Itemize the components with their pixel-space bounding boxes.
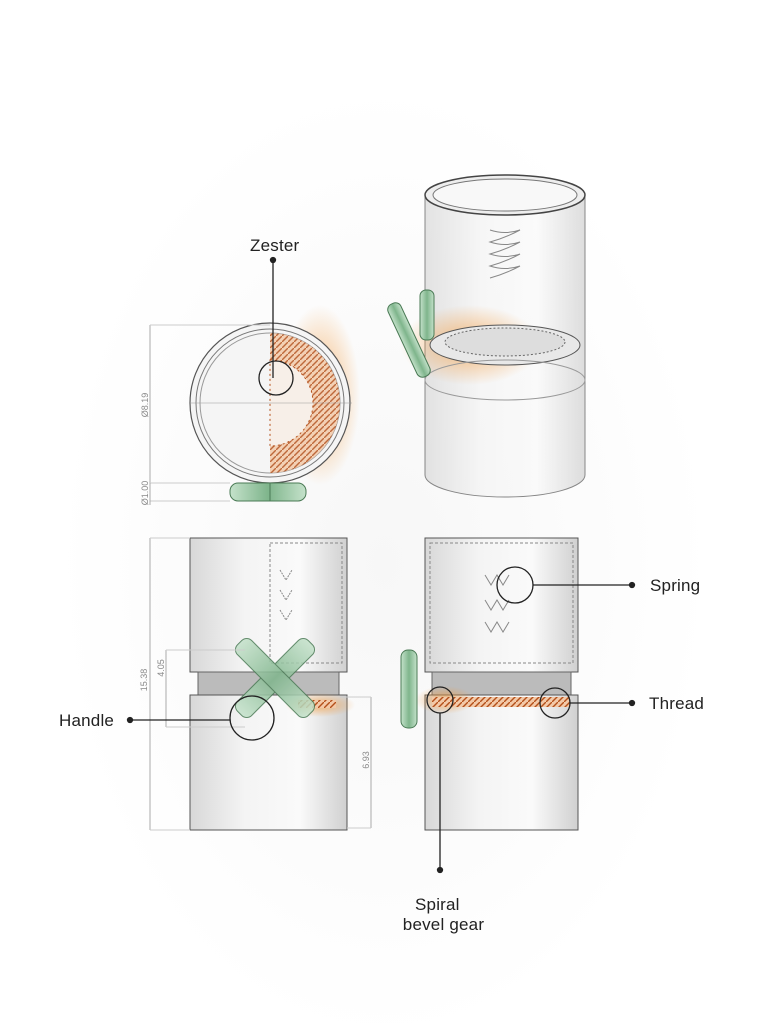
dim-handle-span: 4.05 bbox=[156, 659, 166, 677]
section-view bbox=[400, 537, 579, 831]
label-thread: Thread bbox=[649, 694, 705, 713]
front-view: 15.38 4.05 6.93 bbox=[139, 537, 372, 831]
dim-lower-height: 6.93 bbox=[361, 751, 371, 769]
label-handle: Handle bbox=[59, 711, 115, 730]
label-spiral-bevel-gear: Spiral bevel gear bbox=[396, 895, 491, 935]
label-spiral-line2: bevel gear bbox=[402, 915, 485, 934]
dim-diameter-body: Ø8.19 bbox=[140, 393, 150, 418]
handle-isometric bbox=[387, 289, 435, 378]
label-zester: Zester bbox=[250, 236, 300, 255]
label-spiral-line1: Spiral bbox=[415, 895, 460, 914]
label-spring: Spring bbox=[650, 576, 701, 595]
isometric-view bbox=[387, 174, 586, 498]
dim-diameter-handle: Ø1.00 bbox=[140, 481, 150, 506]
callouts bbox=[126, 256, 636, 874]
top-view: Ø8.19 Ø1.00 bbox=[140, 305, 360, 505]
handle-top-view bbox=[229, 482, 307, 502]
handle-side bbox=[400, 649, 418, 729]
handle-cross bbox=[234, 637, 316, 719]
dim-total-height: 15.38 bbox=[139, 669, 149, 692]
